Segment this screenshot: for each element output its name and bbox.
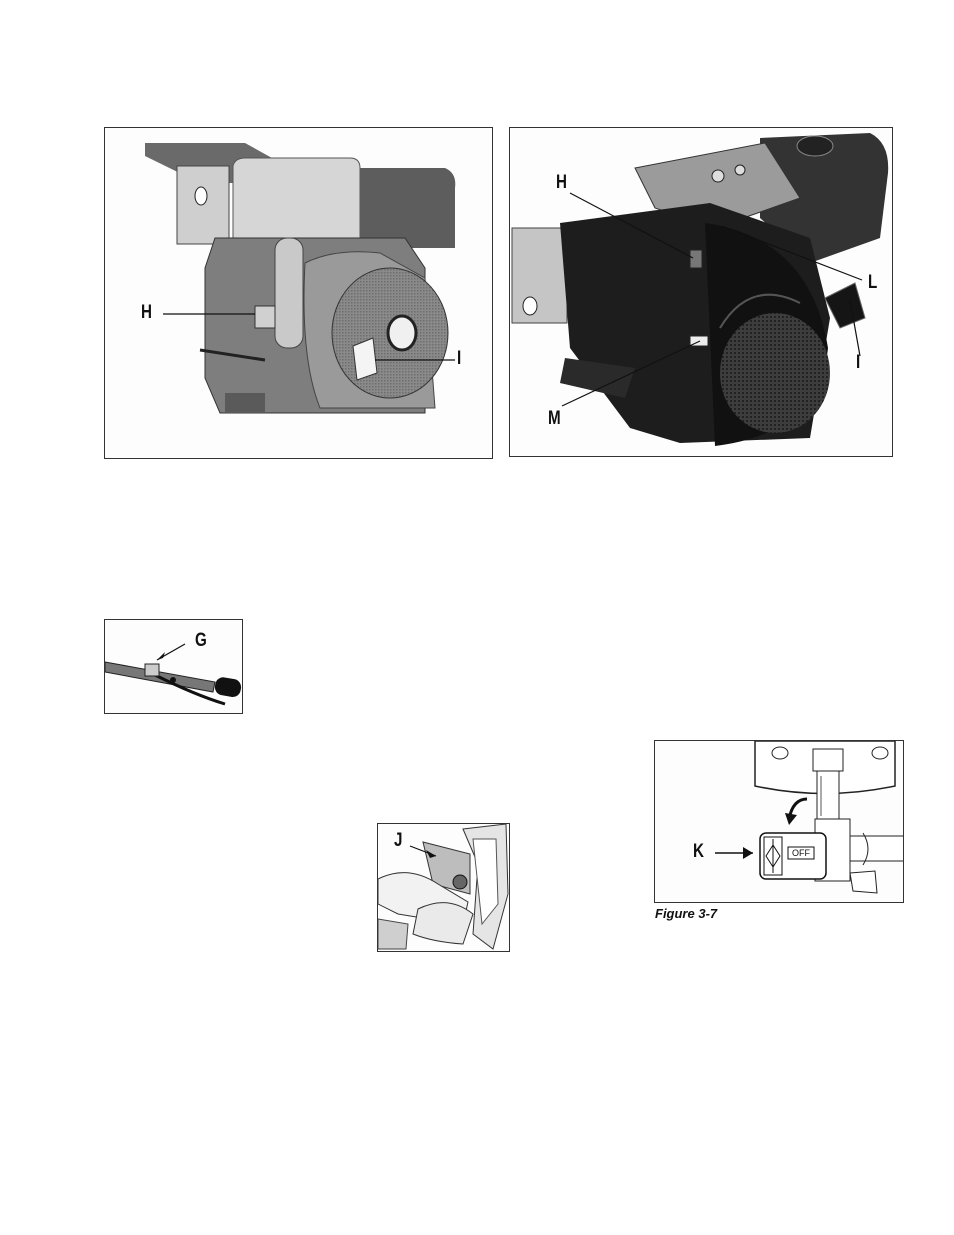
primer-figure: J — [377, 823, 510, 952]
callout-g: G — [195, 630, 207, 652]
callout-k: K — [693, 841, 704, 863]
engine-left-illustration — [105, 128, 493, 459]
engine-left-figure: H I — [104, 127, 493, 459]
fuel-valve-figure: K OFF — [654, 740, 904, 903]
callout-h: H — [141, 302, 152, 324]
engine-right-figure: H L I M — [509, 127, 893, 457]
figure-caption: Figure 3-7 — [655, 906, 717, 921]
callout-l: L — [868, 272, 877, 294]
fuel-valve-illustration — [655, 741, 904, 903]
callout-i: I — [856, 352, 860, 374]
handle-figure: G — [104, 619, 243, 714]
engine-right-illustration — [510, 128, 893, 457]
handle-illustration — [105, 620, 243, 714]
callout-j: J — [394, 830, 402, 852]
callout-i: I — [457, 348, 461, 370]
callout-m: M — [548, 408, 561, 430]
callout-h: H — [556, 172, 567, 194]
valve-off-label: OFF — [788, 847, 814, 859]
